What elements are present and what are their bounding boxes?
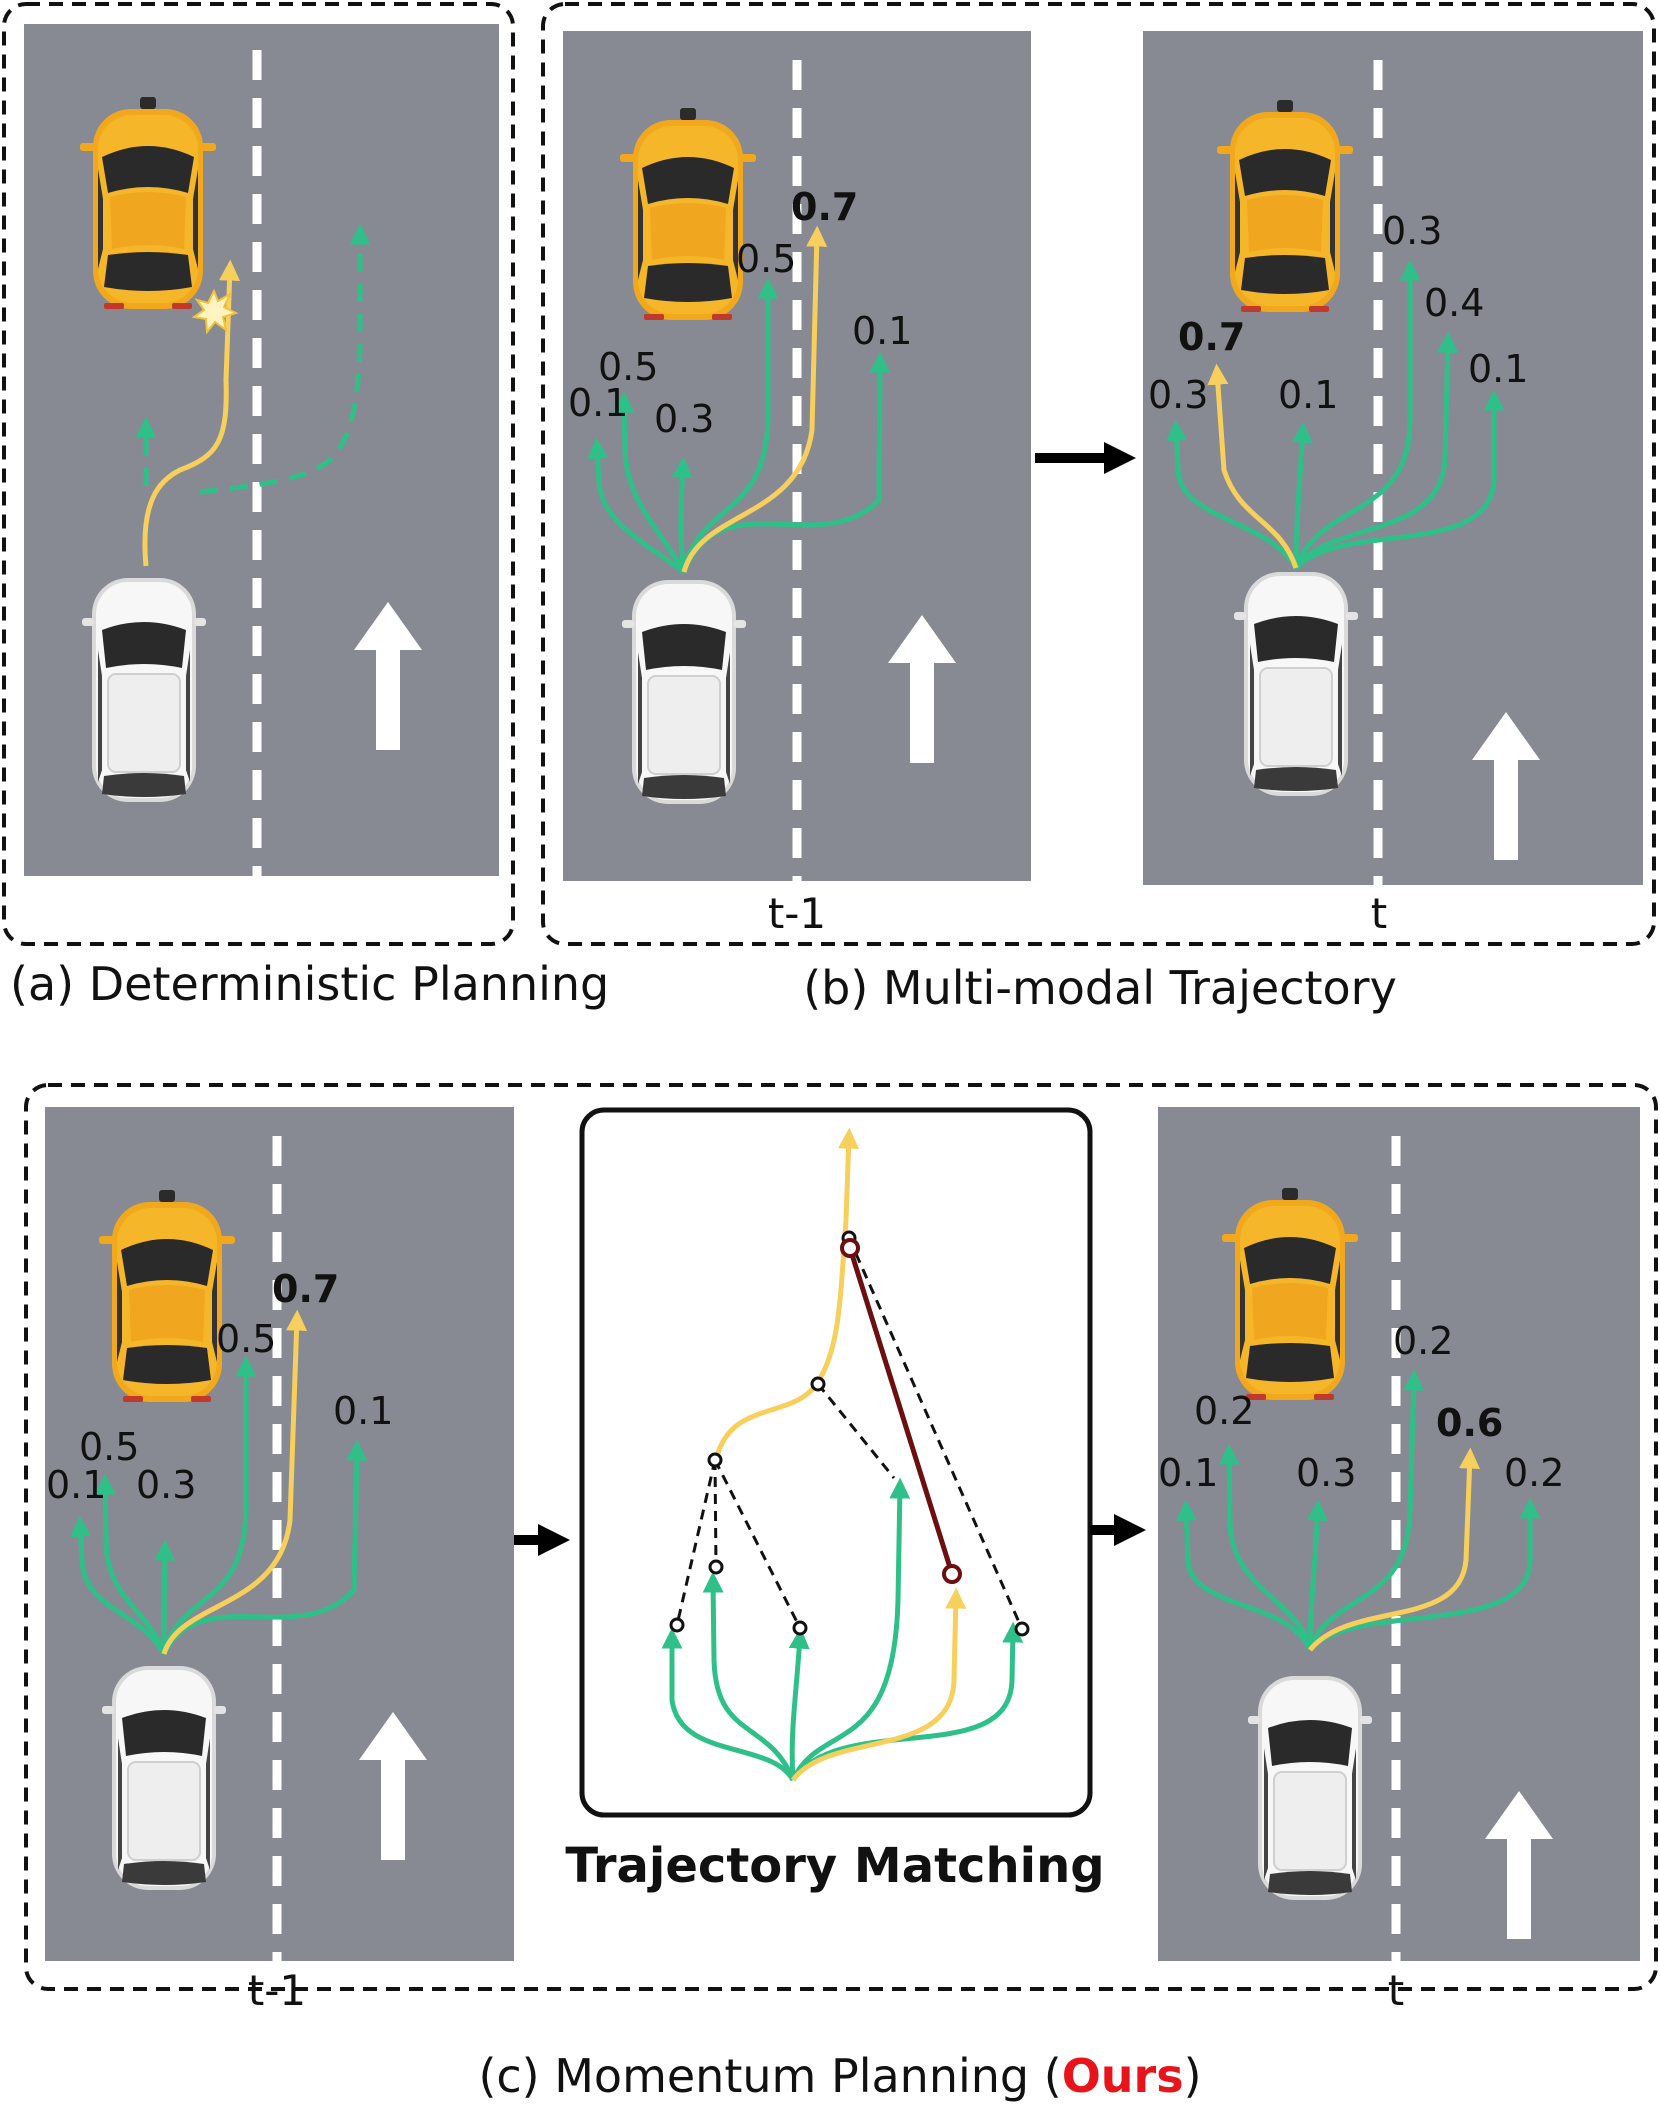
candidate-trajectory	[613, 391, 687, 574]
time-label: t-1	[248, 1966, 306, 2015]
time-label: t	[1371, 889, 1387, 938]
panel-c-right-road: 0.1 0.2 0.3 0.2 0.6 0.2	[1158, 1107, 1640, 1961]
taxi-car	[80, 97, 216, 309]
candidate-trajectory	[1166, 419, 1299, 570]
candidate-trajectory	[790, 1477, 911, 1782]
prob-label: 0.1	[852, 309, 912, 353]
prob-label: 0.1	[46, 1463, 106, 1507]
candidate-trajectory	[161, 1355, 257, 1655]
selected-trajectory	[681, 225, 828, 573]
frame-c	[24, 1083, 1658, 1991]
caption-c-prefix: (c) Momentum Planning (	[478, 2049, 1061, 2103]
selected-trajectory	[1308, 1447, 1481, 1652]
prob-label: 0.5	[216, 1317, 276, 1361]
prob-label: 0.1	[1468, 347, 1528, 391]
prob-label: 0.2	[1504, 1451, 1564, 1495]
prob-label: 0.1	[1278, 373, 1338, 417]
matching-nodes	[669, 1230, 1030, 1637]
candidate-trajectory	[199, 223, 371, 495]
ego-car	[1233, 571, 1359, 797]
candidate-trajectory	[70, 1515, 167, 1656]
collision-icon	[191, 288, 239, 335]
frame-b	[541, 2, 1656, 946]
prob-label: 0.1	[333, 1389, 393, 1433]
candidate-trajectory	[1293, 331, 1459, 570]
taxi-car	[620, 108, 756, 320]
frame-a	[2, 2, 515, 946]
prob-label-selected: 0.7	[272, 1267, 339, 1311]
prob-label: 0.4	[1424, 281, 1484, 325]
prob-label: 0.2	[1393, 1319, 1453, 1363]
ego-car	[621, 579, 747, 805]
matched-node	[840, 1238, 860, 1258]
selected-trajectory	[161, 1309, 308, 1655]
prob-label: 0.3	[1382, 209, 1442, 253]
candidate-trajectory	[587, 437, 686, 575]
candidate-trajectory	[671, 456, 693, 573]
taxi-car	[1222, 1188, 1358, 1400]
selected-trajectory	[1207, 363, 1299, 569]
prob-label-selected: 0.7	[1178, 315, 1245, 359]
caption-b: (b) Multi-modal Trajectory	[803, 961, 1397, 1015]
candidate-trajectory	[94, 1473, 167, 1655]
time-label: t	[1388, 1966, 1404, 2015]
frames	[2, 2, 1658, 1991]
caption-c: (c) Momentum Planning (Ours)	[478, 2049, 1201, 2103]
panel-a-road	[24, 24, 499, 876]
prob-label: 0.1	[568, 381, 628, 425]
prob-label: 0.5	[736, 237, 796, 281]
matched-link	[847, 1247, 955, 1575]
candidate-trajectory	[1175, 1499, 1313, 1652]
matching-box-border	[579, 1107, 1093, 1818]
time-label: t-1	[768, 889, 826, 938]
matching-title: Trajectory Matching	[565, 1838, 1104, 1894]
panel-b-left-road: 0.1 0.5 0.3 0.5 0.7 0.1	[563, 31, 1031, 881]
prob-label: 0.5	[79, 1425, 139, 1469]
panel-c-left-road: 0.1 0.5 0.3 0.5 0.7 0.1	[45, 1107, 514, 1961]
candidate-trajectory	[681, 277, 779, 573]
prob-label: 0.5	[598, 345, 658, 389]
candidate-trajectory	[661, 1627, 796, 1782]
candidate-trajectory	[788, 1627, 810, 1781]
panel-b-right-road: 0.3 0.7 0.1 0.3 0.4 0.1	[1143, 31, 1643, 885]
candidate-trajectory	[1306, 1499, 1328, 1651]
prob-label: 0.3	[654, 397, 714, 441]
prob-label: 0.3	[1296, 1451, 1356, 1495]
ego-car	[101, 1665, 227, 1891]
taxi-car	[1217, 100, 1353, 312]
candidate-trajectory	[1291, 421, 1313, 569]
prob-label: 0.3	[136, 1463, 196, 1507]
caption-a: (a) Deterministic Planning	[10, 957, 609, 1011]
matching-links	[675, 1237, 1024, 1630]
candidate-trajectory	[154, 1539, 176, 1655]
candidate-trajectory	[702, 1571, 796, 1781]
matched-node	[942, 1564, 962, 1584]
selected-trajectory	[790, 1587, 967, 1782]
caption-c-ours: Ours	[1062, 2049, 1184, 2103]
prob-label-selected: 0.7	[791, 185, 858, 229]
candidate-trajectory	[1218, 1443, 1313, 1651]
caption-c-suffix: )	[1184, 2049, 1202, 2103]
road-surface	[1143, 31, 1643, 885]
trajectory-matching-box	[579, 1107, 1093, 1818]
candidate-trajectory	[1294, 389, 1505, 570]
prob-label: 0.2	[1194, 1389, 1254, 1433]
candidate-trajectory	[1307, 1369, 1425, 1651]
prob-label: 0.1	[1158, 1451, 1218, 1495]
prob-label: 0.3	[1148, 373, 1208, 417]
ego-car	[81, 577, 207, 803]
planned-trajectory	[142, 259, 241, 567]
taxi-car	[99, 1190, 235, 1402]
prob-label-selected: 0.6	[1436, 1401, 1503, 1445]
candidate-trajectory	[1293, 259, 1421, 569]
ego-car	[1247, 1675, 1373, 1901]
